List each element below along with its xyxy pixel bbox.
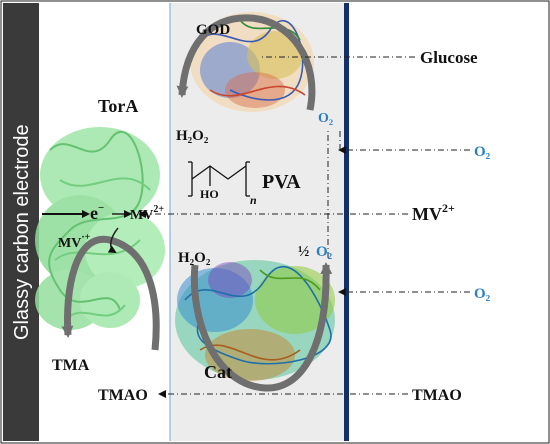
mv-red-label: MV·+ (58, 232, 91, 251)
god-enzyme (190, 12, 314, 112)
diffusion-lines (138, 56, 470, 398)
o2-solution-top-label: O₂ (474, 144, 491, 160)
catalase-cycle-arrow (190, 262, 333, 392)
o2-solution-bottom-label: O₂ (474, 286, 491, 302)
half-prefix: ½ (298, 244, 309, 260)
half-o2-label: O₂ (316, 244, 333, 260)
pva-ho-label: HO (200, 187, 219, 201)
mv-ox-inner-label: MV2+ (130, 204, 164, 223)
o2-film-top-label: O₂ (318, 111, 333, 126)
electrode-bar (3, 3, 39, 441)
mv-reduction-arrow (107, 227, 119, 253)
pva-label: PVA (262, 171, 301, 193)
electron-label: e− (90, 202, 104, 223)
god-cycle-arrow (176, 14, 316, 111)
cat-label: Cat (204, 362, 232, 382)
mv-solution-label: MV2+ (412, 201, 455, 224)
tma-label: TMA (52, 357, 90, 374)
pva-n-label: n (250, 193, 257, 207)
membrane-line (344, 3, 349, 441)
tora-cycle-arrow (61, 235, 160, 351)
h2o2-top-label: H₂O₂ (176, 128, 209, 144)
electrode-label: Glassy carbon electrode (11, 124, 33, 340)
glucose-label: Glucose (420, 48, 478, 67)
h2o2-bottom-label: H₂O₂ (178, 250, 211, 266)
tora-label: TorA (98, 96, 138, 116)
pva-structure (188, 161, 250, 197)
tmao-inner-label: TMAO (98, 387, 148, 404)
god-label: GOD (196, 22, 230, 38)
tmao-solution-label: TMAO (412, 387, 462, 404)
